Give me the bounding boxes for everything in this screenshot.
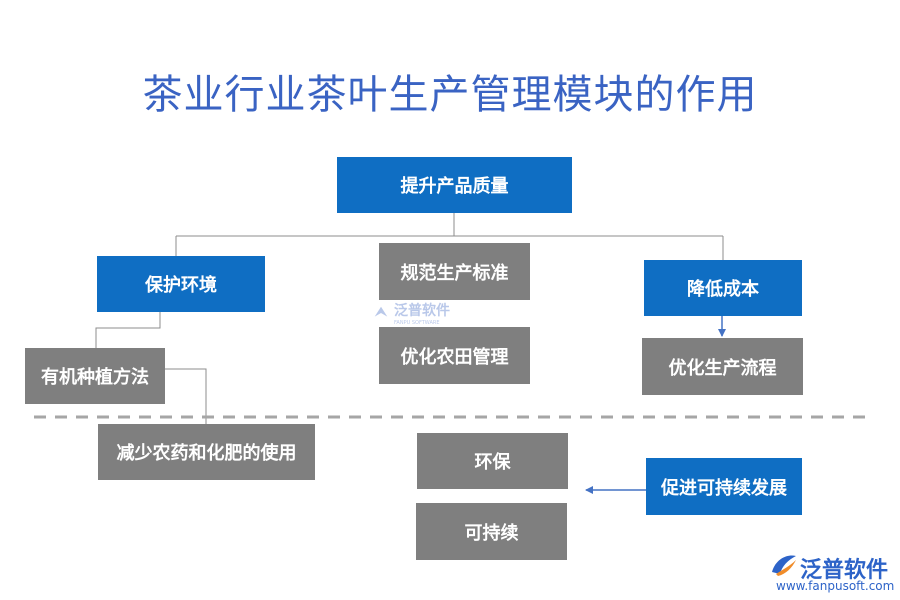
node-optimize-farmland: 优化农田管理 [379,327,530,384]
node-sustainable: 可持续 [416,503,567,560]
node-reduce-cost: 降低成本 [644,260,802,316]
node-promote-development: 促进可持续发展 [646,458,802,515]
node-optimize-process: 优化生产流程 [642,338,803,395]
brand-logo-url: www.fanpusoft.com [776,579,895,593]
watermark-sub: FANPU SOFTWARE [394,320,440,326]
node-eco: 环保 [417,433,568,489]
node-standardize-production: 规范生产标准 [379,243,530,300]
brand-logo-icon [772,555,796,576]
connector-method-reduce [164,368,207,426]
node-protect-environment: 保护环境 [97,256,265,312]
watermark: 泛普软件 FANPU SOFTWARE [372,300,450,326]
watermark-name: 泛普软件 [394,303,450,319]
node-organic-method: 有机种植方法 [25,348,165,404]
node-top-improve-quality: 提升产品质量 [337,157,572,213]
connector-env-method [95,312,161,348]
brand-logo-name: 泛普软件 [800,558,889,583]
connector-top-branch [175,213,724,260]
node-reduce-pesticide: 减少农药和化肥的使用 [98,424,315,480]
page-title: 茶业行业茶叶生产管理模块的作用 [142,72,758,118]
watermark-icon [374,306,388,317]
